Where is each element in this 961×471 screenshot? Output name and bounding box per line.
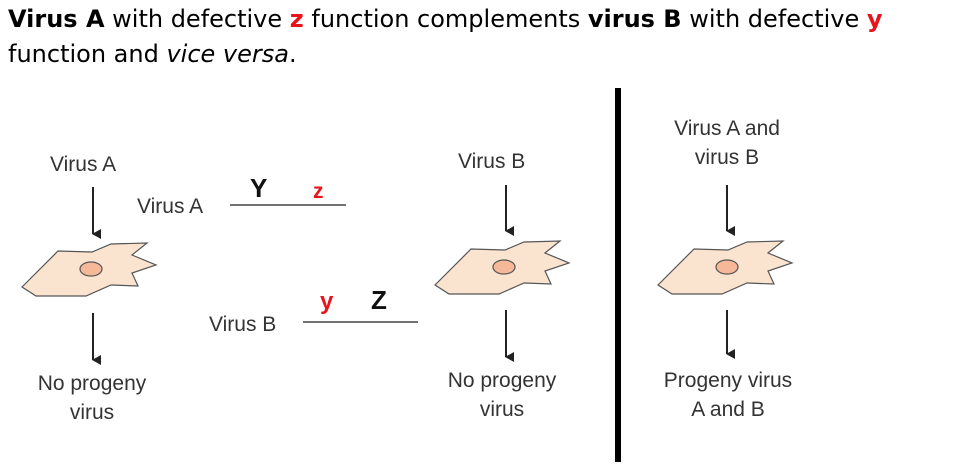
panel2-cell: [435, 241, 569, 294]
panel2-result-line2: virus: [432, 395, 572, 424]
genome-a-gene-right: z: [313, 177, 324, 206]
panel1-result: No progeny virus: [22, 369, 162, 427]
panel3-label-line2: virus B: [652, 143, 802, 172]
genome-b-gene-right: Z: [371, 286, 387, 315]
panel3-result-line2: A and B: [646, 395, 810, 424]
genome-b-label: Virus B: [209, 310, 276, 339]
panel3-cell: [658, 241, 792, 294]
panel3-label-line1: Virus A and: [652, 114, 802, 143]
panel2-nucleus: [493, 260, 515, 274]
panel2-virus-label: Virus B: [458, 147, 525, 176]
panel1-result-line2: virus: [22, 398, 162, 427]
panel2-result: No progeny virus: [432, 366, 572, 424]
panel1-cell: [22, 243, 156, 296]
panel1-result-line1: No progeny: [22, 369, 162, 398]
genome-b-gene-left: y: [320, 287, 333, 316]
genome-a-label: Virus A: [137, 192, 203, 221]
panel2-result-line1: No progeny: [432, 366, 572, 395]
panel3-result-line1: Progeny virus: [646, 366, 810, 395]
genome-a-gene-left: Y: [250, 174, 267, 203]
panel1-nucleus: [80, 262, 102, 276]
panel3-result: Progeny virus A and B: [646, 366, 810, 424]
panel3-nucleus: [716, 260, 738, 274]
panel1-virus-label: Virus A: [50, 150, 116, 179]
panel3-virus-label: Virus A and virus B: [652, 114, 802, 172]
